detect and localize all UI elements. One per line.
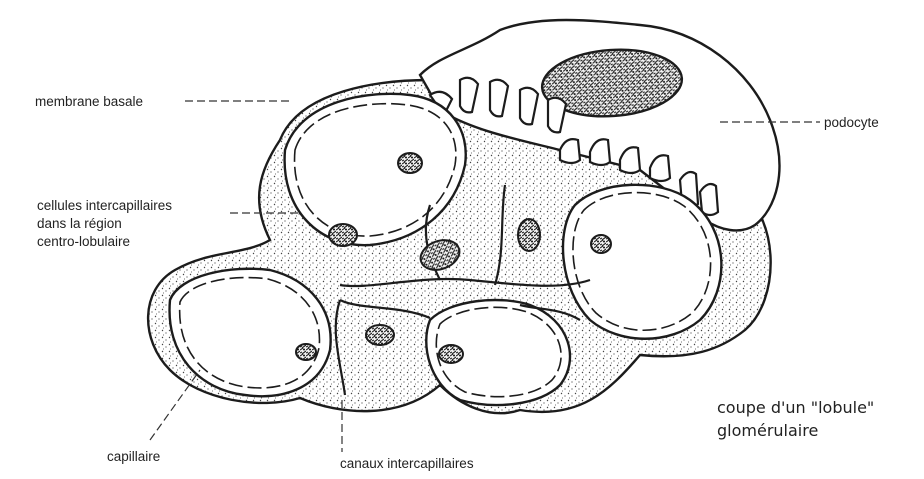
label-cellules-line3: centro-lobulaire xyxy=(37,233,130,250)
label-membrane-basale: membrane basale xyxy=(35,93,143,110)
label-canaux-intercapillaires: canaux intercapillaires xyxy=(340,455,474,472)
caption-line1: coupe d'un "lobule" xyxy=(717,397,874,419)
label-cellules-line2: dans la région xyxy=(37,215,122,232)
label-podocyte: podocyte xyxy=(824,114,879,131)
label-capillaire: capillaire xyxy=(107,448,160,465)
caption-line2: glomérulaire xyxy=(717,420,818,442)
label-cellules-line1: cellules intercapillaires xyxy=(37,197,172,214)
